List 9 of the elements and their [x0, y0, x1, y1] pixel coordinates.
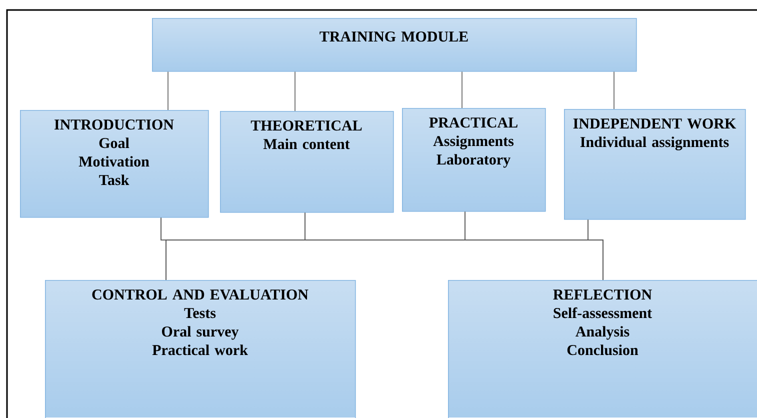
content-box: THEORETICAL Main content [220, 111, 394, 213]
connector [294, 71, 296, 112]
content-box: TRAINING MODULE [152, 18, 637, 72]
connector [588, 219, 604, 280]
content-box: CONTROL AND EVALUATION Tests Oral survey Practical work [45, 280, 356, 418]
content-box: INDEPENDENT WORK Individual assignments [564, 109, 746, 220]
content-box: INTRODUCTION Goal Motivation Task [20, 110, 209, 218]
content-box: PRACTICAL Assignments Laboratory [402, 108, 546, 212]
content-box: REFLECTION Self-assessment Analysis Conclusion [448, 280, 757, 418]
